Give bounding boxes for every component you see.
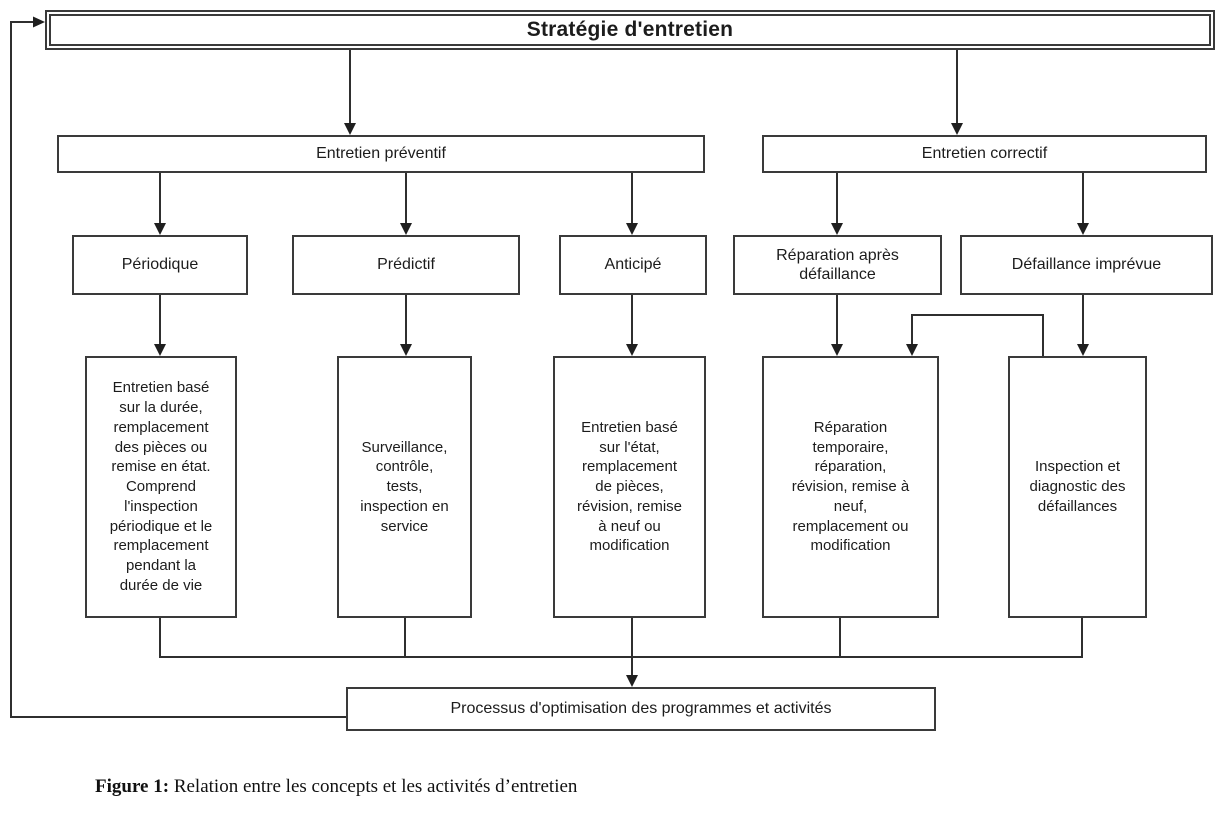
arrowhead-correctif-to-reparation xyxy=(831,223,843,235)
bottom-bus-line xyxy=(159,617,1083,658)
box-periodique: Périodique xyxy=(72,235,248,295)
arrowhead-strategy-to-correctif xyxy=(951,123,963,135)
predictif-label: Prédictif xyxy=(377,256,435,274)
entretien-correctif-label: Entretien correctif xyxy=(921,145,1048,162)
arrowhead-reparation-to-detail xyxy=(831,344,843,356)
defaillance-imprevue-label: Défaillance imprévue xyxy=(1011,256,1162,274)
arrowhead-predictif-to-detail xyxy=(400,344,412,356)
arrowhead-strategy-to-preventif xyxy=(344,123,356,135)
box-strategie-entretien: Stratégie d'entretien xyxy=(45,10,1215,50)
arrowhead-preventif-to-anticipe xyxy=(626,223,638,235)
box-predictif: Prédictif xyxy=(292,235,520,295)
figure-caption: Figure 1: Relation entre les concepts et… xyxy=(95,776,577,798)
detail-anticipe-text: Entretien basé sur l'état, remplacement … xyxy=(576,418,683,555)
box-anticipe: Anticipé xyxy=(559,235,707,295)
box-entretien-correctif: Entretien correctif xyxy=(762,135,1207,173)
arrowhead-periodique-to-detail xyxy=(154,344,166,356)
detail-inspection-text: Inspection et diagnostic des défaillance… xyxy=(1029,458,1126,515)
box-processus-optimisation: Processus d'optimisation des programmes … xyxy=(346,687,936,731)
periodique-label: Périodique xyxy=(121,256,199,274)
arrowhead-bus-to-optimisation xyxy=(626,675,638,687)
detail-periodique-text: Entretien basé sur la durée, remplacemen… xyxy=(109,379,213,595)
figure-caption-text: Relation entre les concepts et les activ… xyxy=(169,776,578,797)
figure-caption-label: Figure 1: xyxy=(95,776,170,797)
arrowhead-correctif-to-defaillance xyxy=(1077,223,1089,235)
arrowhead-inspection-to-reparation xyxy=(906,344,918,356)
box-detail-inspection: Inspection et diagnostic des défaillance… xyxy=(1008,356,1147,618)
reparation-apres-defaillance-label: Réparation après défaillance xyxy=(776,246,899,283)
box-detail-anticipe: Entretien basé sur l'état, remplacement … xyxy=(553,356,706,618)
box-defaillance-imprevue: Défaillance imprévue xyxy=(960,235,1213,295)
detail-reparation-text: Réparation temporaire, réparation, révis… xyxy=(791,418,910,555)
box-detail-periodique: Entretien basé sur la durée, remplacemen… xyxy=(85,356,237,618)
arrowhead-anticipe-to-detail xyxy=(626,344,638,356)
arrowhead-preventif-to-periodique xyxy=(154,223,166,235)
processus-optimisation-label: Processus d'optimisation des programmes … xyxy=(450,700,832,717)
line-inspection-to-reparation xyxy=(911,314,1044,357)
box-detail-predictif: Surveillance, contrôle, tests, inspectio… xyxy=(337,356,472,618)
anticipe-label: Anticipé xyxy=(604,256,662,274)
box-reparation-apres-defaillance: Réparation après défaillance xyxy=(733,235,942,295)
feedback-line xyxy=(10,21,346,718)
detail-predictif-text: Surveillance, contrôle, tests, inspectio… xyxy=(360,438,449,535)
entretien-preventif-label: Entretien préventif xyxy=(316,145,446,162)
arrowhead-defaillance-to-detail xyxy=(1077,344,1089,356)
feedback-arrowhead xyxy=(33,16,45,28)
box-entretien-preventif: Entretien préventif xyxy=(57,135,705,173)
strategie-entretien-label: Stratégie d'entretien xyxy=(526,18,734,41)
arrowhead-preventif-to-predictif xyxy=(400,223,412,235)
box-detail-reparation: Réparation temporaire, réparation, révis… xyxy=(762,356,939,618)
